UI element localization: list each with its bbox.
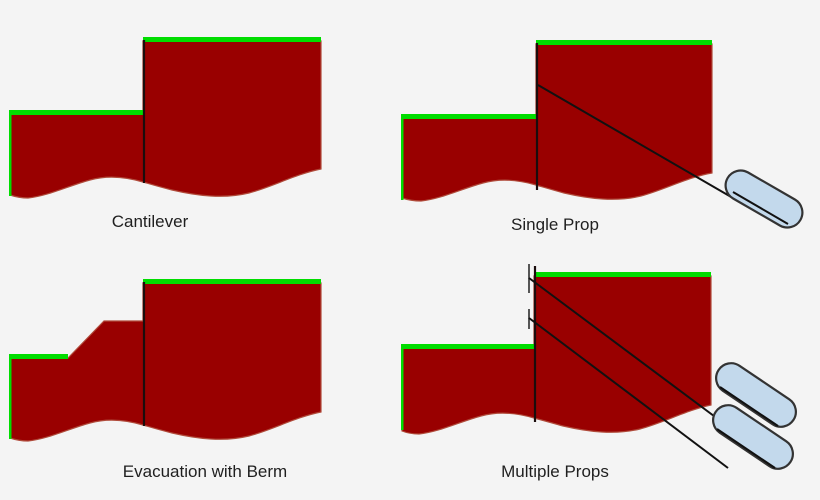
prop-body-1 <box>715 362 797 428</box>
grass-left-edge <box>9 354 12 439</box>
grass-left-edge <box>9 110 12 196</box>
prop-strut-line-1 <box>537 84 746 206</box>
prop-inner-line-2 <box>716 428 776 469</box>
prop-capsule-1 <box>724 169 804 229</box>
soil-mass <box>401 275 712 435</box>
soil-mass-with-berm <box>9 282 322 442</box>
grass-lower <box>10 110 143 115</box>
prop-body-2 <box>712 404 794 470</box>
prop-body-1 <box>724 169 804 229</box>
grass-left-edge <box>401 114 404 200</box>
panel-multiple-props: Multiple Props <box>400 250 820 500</box>
prop-strut-line-2 <box>528 317 729 469</box>
cantilever-figure <box>9 37 322 199</box>
grass-left-edge <box>401 344 404 430</box>
panel-cantilever: Cantilever <box>0 0 410 250</box>
panel-evacuation-with-berm: Evacuation with Berm <box>0 250 410 500</box>
berm-figure <box>9 279 322 442</box>
grass-upper <box>534 272 711 277</box>
multiple-props-figure <box>401 264 797 470</box>
prop-capsule-1 <box>715 362 797 428</box>
panel-single-prop: Single Prop <box>400 0 820 250</box>
grass-upper <box>536 40 712 45</box>
grass-upper <box>143 37 321 42</box>
prop-inner-line-1 <box>732 191 789 225</box>
caption-multiple-props: Multiple Props <box>501 462 609 481</box>
prop-inner-line-1 <box>719 386 779 427</box>
grass-lower <box>402 344 534 349</box>
soil-mass <box>401 43 713 202</box>
single-prop-figure <box>401 40 804 229</box>
grass-lower <box>402 114 536 119</box>
grass-lower <box>10 354 68 359</box>
prop-capsule-2 <box>712 404 794 470</box>
caption-single-prop: Single Prop <box>511 215 599 234</box>
soil-mass <box>9 40 322 199</box>
caption-cantilever: Cantilever <box>111 212 189 231</box>
prop-strut-line-1 <box>528 277 731 429</box>
grass-upper <box>143 279 321 284</box>
caption-evacuation-with-berm: Evacuation with Berm <box>122 462 288 481</box>
